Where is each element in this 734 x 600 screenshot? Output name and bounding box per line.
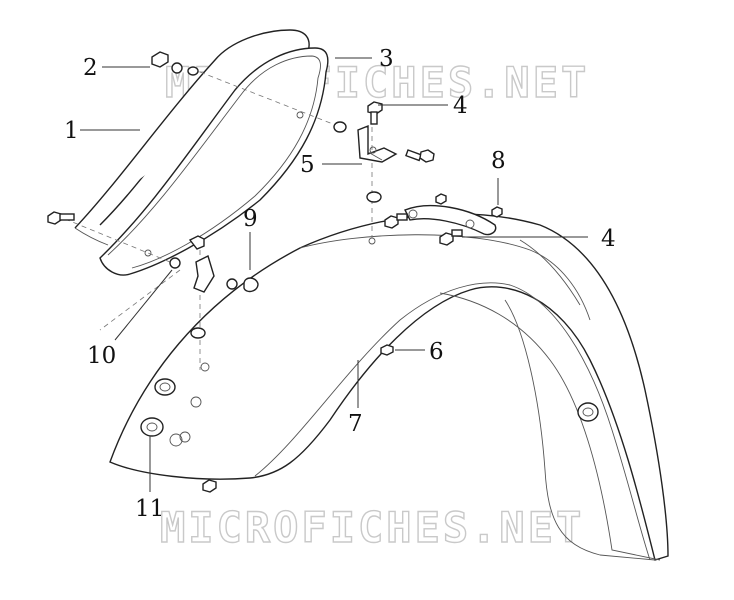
callout-2: 2 [83, 55, 98, 81]
plate-bracket [99, 47, 329, 276]
grommet-upper [154, 378, 176, 396]
callout-1: 1 [64, 118, 79, 144]
callout-4-bottom: 4 [601, 226, 616, 252]
bolt-left [47, 211, 75, 225]
light-bracket [404, 204, 497, 236]
mount-bracket [357, 124, 398, 163]
callout-11: 11 [135, 496, 164, 522]
nut-under-fender [202, 479, 217, 493]
washer-mid [366, 191, 382, 203]
callout-5: 5 [300, 152, 315, 178]
grommet-right [577, 402, 599, 422]
flange-bolt-top [367, 101, 383, 125]
washer-bracket [333, 121, 347, 133]
nut-8a [435, 193, 447, 205]
callout-10: 10 [87, 343, 116, 369]
callout-4-top: 4 [453, 93, 468, 119]
nut-6 [380, 344, 394, 356]
callout-9: 9 [243, 206, 258, 232]
grommet-lower [140, 417, 164, 437]
cap-nut [151, 51, 199, 76]
bolt-side [405, 149, 435, 163]
bolt-4-left [384, 213, 408, 229]
fender [109, 213, 669, 561]
washer-10 [169, 257, 181, 269]
bolt-4-right [439, 229, 463, 246]
reflector-bracket [188, 235, 259, 293]
washer-lower [190, 327, 206, 339]
nut-8b [491, 206, 503, 218]
callout-6: 6 [429, 339, 444, 365]
callout-7: 7 [348, 411, 363, 437]
callout-3: 3 [379, 46, 394, 72]
callout-8: 8 [491, 148, 506, 174]
watermark-bottom: MICROFICHES.NET [160, 503, 584, 552]
